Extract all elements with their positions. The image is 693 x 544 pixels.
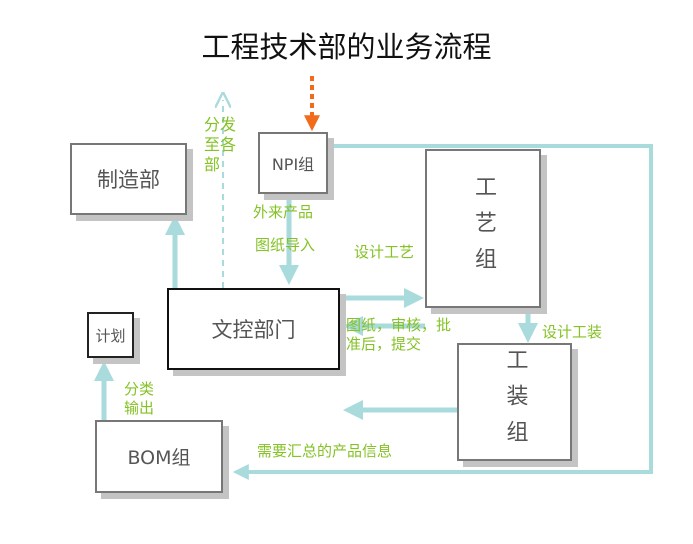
bom-label: BOM组 (127, 447, 191, 469)
distribute-line-1: 分发 (204, 115, 237, 134)
distribute-line-3: 部 (204, 155, 221, 174)
summary-info-label: 需要汇总的产品信息 (257, 442, 393, 460)
design-tooling-label: 设计工装 (542, 323, 603, 341)
manufacturing-box: 制造部 (70, 143, 187, 215)
distribute-label: 分发 至各 部 (204, 115, 236, 175)
drawing-import-label: 图纸导入 (255, 236, 316, 254)
npi-box: NPI组 (258, 132, 328, 194)
plan-label: 计划 (95, 326, 126, 345)
npi-to-bom-loop-arrow (232, 144, 653, 480)
distribute-line-2: 至各 (204, 135, 237, 154)
classify-line-1: 分类 (124, 380, 155, 398)
external-product-label: 外来产品 (253, 203, 314, 221)
manufacturing-label: 制造部 (97, 168, 160, 192)
process-label: 工艺组 (471, 174, 496, 283)
npi-label: NPI组 (271, 155, 315, 174)
design-process-label: 设计工艺 (354, 243, 415, 261)
review-line-2: 准后，提交 (346, 335, 422, 353)
review-label: 图纸，审核，批 准后，提交 (346, 316, 451, 354)
bom-box: BOM组 (95, 420, 223, 493)
doc-control-box: 文控部门 (167, 288, 340, 370)
doc-control-label: 文控部门 (211, 318, 296, 342)
tooling-box: 工装组 (457, 343, 572, 461)
classify-line-2: 输出 (124, 399, 155, 417)
diagram-title: 工程技术部的业务流程 (201, 30, 492, 64)
process-box: 工艺组 (425, 149, 541, 308)
tooling-label: 工装组 (502, 348, 528, 456)
plan-box: 计划 (87, 312, 134, 358)
classify-output-label: 分类 输出 (124, 380, 154, 418)
review-line-1: 图纸，审核，批 (346, 316, 452, 334)
